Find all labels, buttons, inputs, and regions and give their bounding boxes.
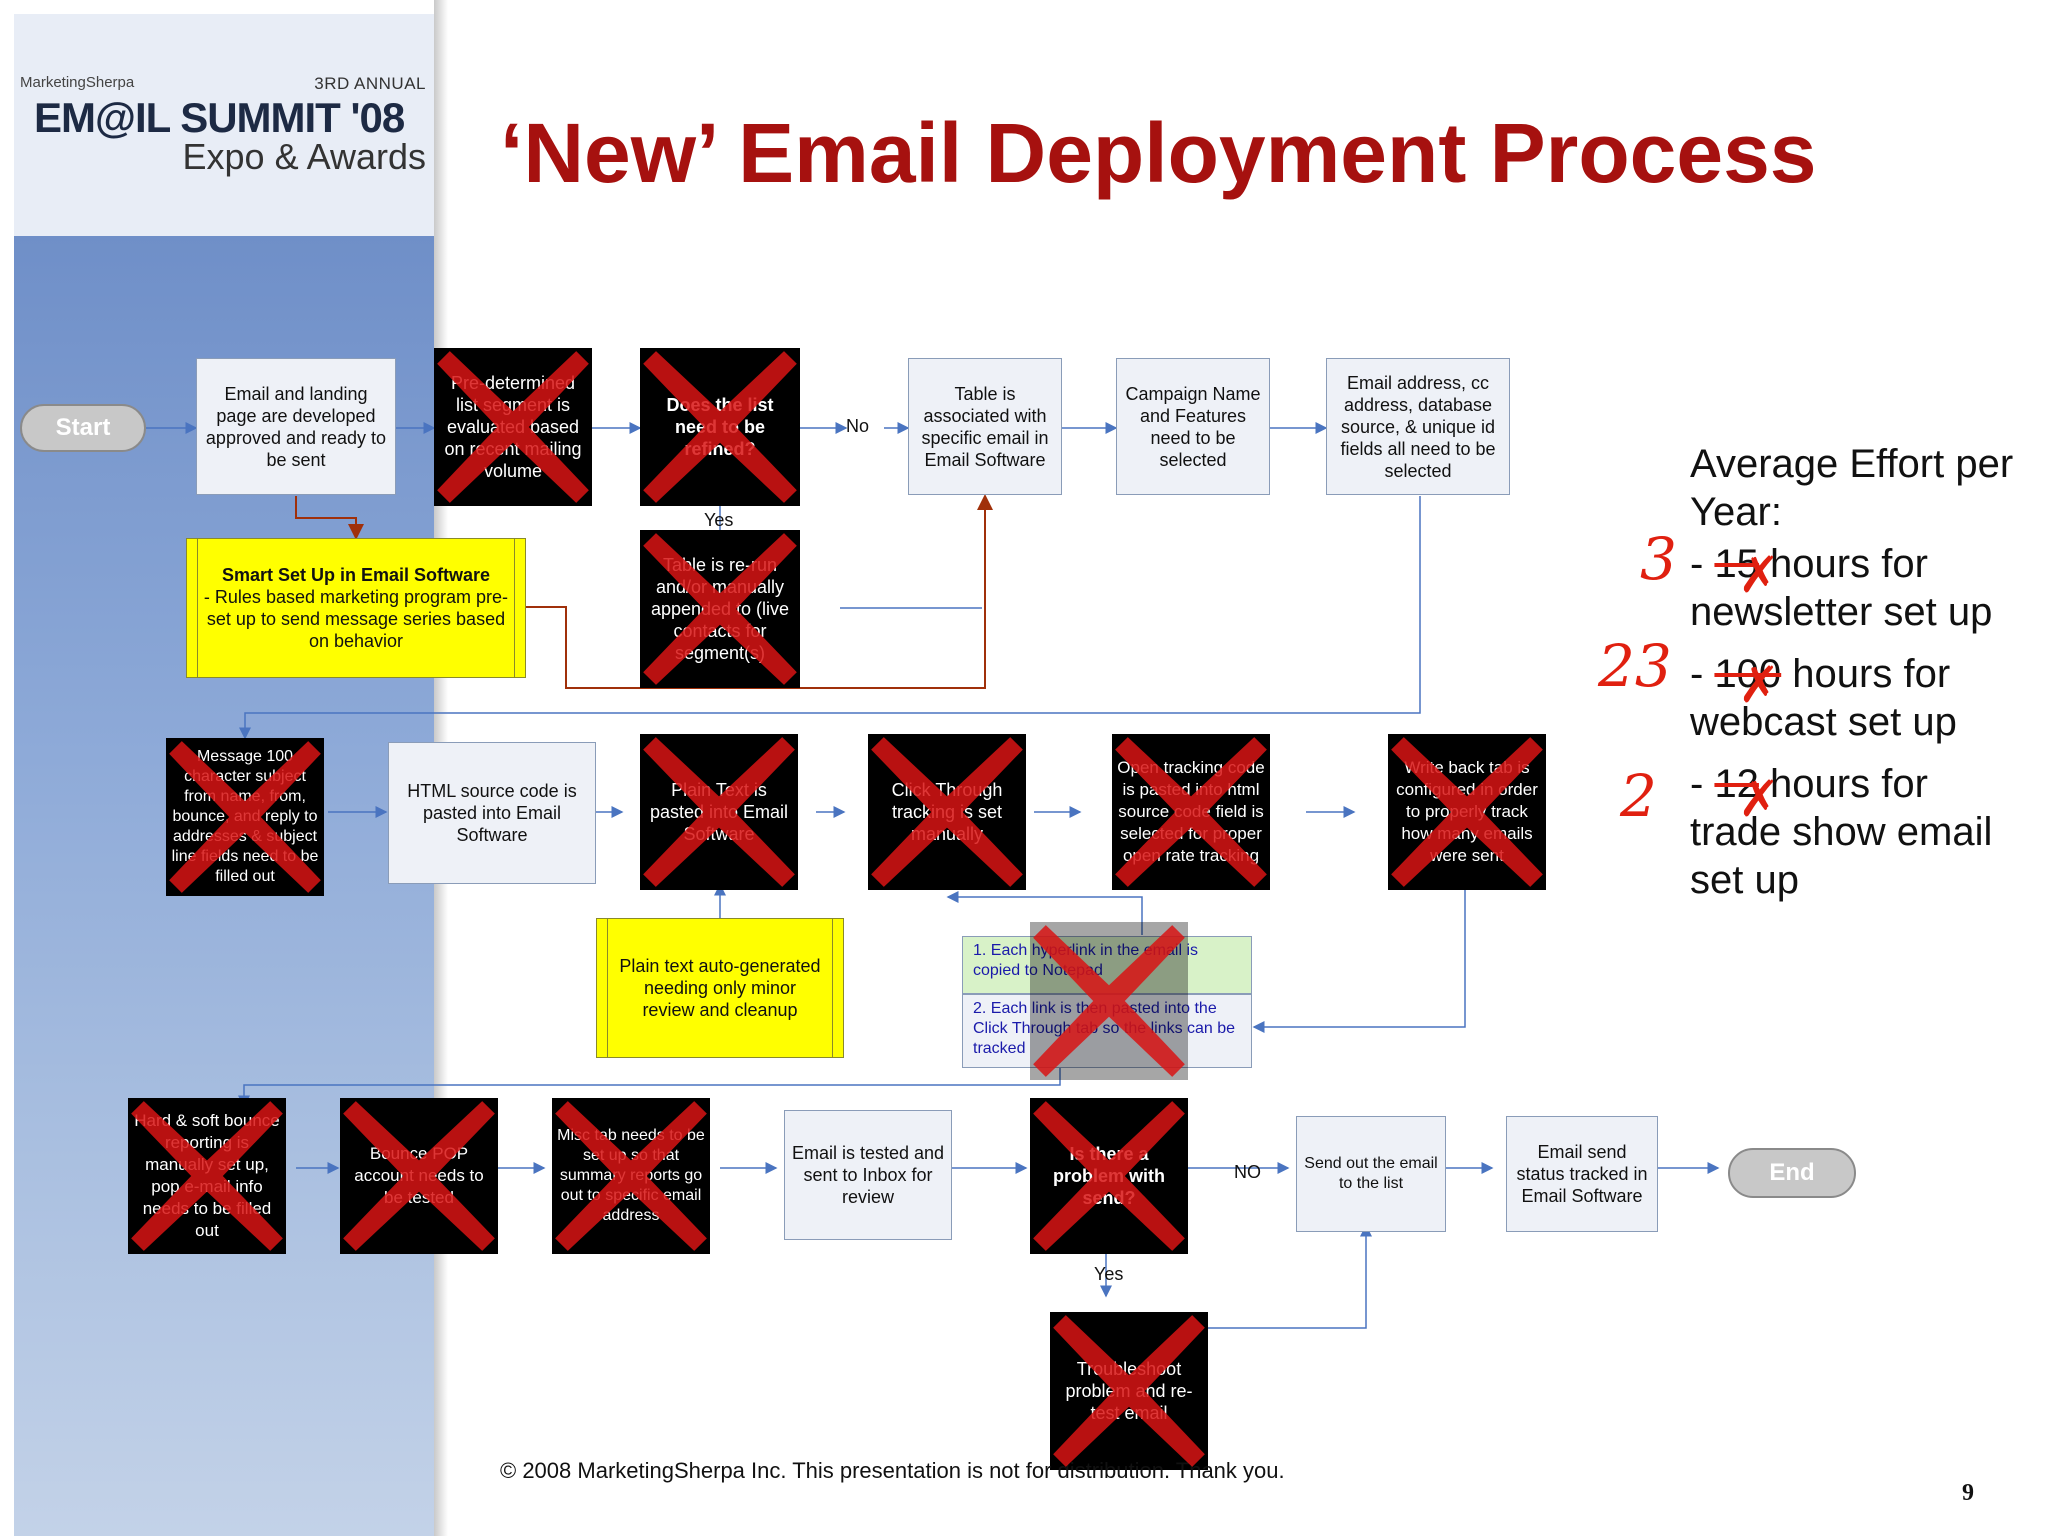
effort-heading: Average Effort per Year: — [1690, 442, 2014, 534]
crossed-open-tracking: Open tracking code is pasted into html s… — [1112, 734, 1270, 890]
effort-item-webcast: - 100 hours for webcast set up — [1690, 652, 1957, 744]
send-out-box: Send out the email to the list — [1296, 1116, 1446, 1232]
crossed-predetermined-segment: Pre-determined list segment is evaluated… — [434, 348, 592, 506]
campaign-name-box: Campaign Name and Features need to be se… — [1116, 358, 1270, 495]
handwritten-new-value: 23 — [1598, 632, 1672, 700]
email-address-fields-box: Email address, cc address, database sour… — [1326, 358, 1510, 495]
cross-out-icon — [643, 351, 797, 503]
no-label: NO — [1234, 1162, 1261, 1182]
yes-label: Yes — [1094, 1264, 1124, 1284]
cross-out-icon — [555, 1101, 707, 1251]
effort-old-value: 12 — [1714, 762, 1759, 806]
crossed-click-through: Click Through tracking is set manually — [868, 734, 1026, 890]
cross-out-icon — [343, 1101, 495, 1251]
email-tested-box: Email is tested and sent to Inbox for re… — [784, 1110, 952, 1240]
cross-out-icon — [437, 351, 589, 503]
cross-out-icon — [1030, 922, 1188, 1080]
crossed-problem-decision: Is there a problem with send? — [1030, 1098, 1188, 1254]
cross-out-icon — [1391, 737, 1543, 887]
yes-label: Yes — [704, 510, 734, 530]
effort-old-value: 15 — [1714, 542, 1759, 586]
slide-title: ‘New’ Email Deployment Process — [500, 106, 1817, 200]
event-logo: MarketingSherpa 3RD ANNUAL EM@IL SUMMIT … — [20, 56, 430, 186]
status-tracked-box: Email send status tracked in Email Softw… — [1506, 1116, 1658, 1232]
logo-brand: MarketingSherpa — [20, 74, 135, 91]
smart-setup-title: Smart Set Up in Email Software — [221, 565, 491, 585]
cross-out-icon — [1053, 1315, 1205, 1467]
email-landing-box: Email and landing page are developed app… — [196, 358, 396, 495]
handwritten-new-value: 3 — [1640, 525, 1677, 593]
crossed-misc-tab: Misc tab needs to be set up so that summ… — [552, 1098, 710, 1254]
crossed-plain-text-paste: Plain Text is pasted into Email Software — [640, 734, 798, 890]
cross-out-icon — [643, 533, 797, 685]
crossed-message-character: Message 100 character subject from name,… — [166, 738, 324, 896]
average-effort-panel: Average Effort per Year: - 15 hours for … — [1690, 440, 2020, 904]
crossed-bounce-pop: Bounce POP account needs to be tested — [340, 1098, 498, 1254]
logo-annual: 3RD ANNUAL — [314, 74, 426, 93]
end-terminator: End — [1728, 1148, 1856, 1198]
crossed-table-rerun: Table is re-run and/or manually appended… — [640, 530, 800, 688]
smart-setup-note: Smart Set Up in Email Software - Rules b… — [186, 538, 526, 678]
html-source-box: HTML source code is pasted into Email So… — [388, 742, 596, 884]
cross-out-icon — [1033, 1101, 1185, 1251]
cross-out-icon — [169, 741, 321, 893]
red-x-icon: ✗ — [1738, 656, 1780, 714]
red-x-icon: ✗ — [1738, 546, 1780, 604]
crossed-list-refined-decision: Does the list need to be refined? — [640, 348, 800, 506]
start-terminator: Start — [20, 404, 146, 452]
page-number: 9 — [1962, 1480, 1974, 1506]
cross-out-icon — [131, 1101, 283, 1251]
cross-out-icon — [643, 737, 795, 887]
red-x-icon: ✗ — [1738, 770, 1780, 828]
no-label: No — [846, 416, 870, 436]
cross-out-icon — [1115, 737, 1267, 887]
crossed-hard-soft-bounce: Hard & soft bounce reporting is manually… — [128, 1098, 286, 1254]
effort-item-tradeshow: - 12 hours for trade show email set up — [1690, 762, 1993, 902]
logo-expo: Expo & Awards — [182, 136, 426, 177]
copyright-footer: © 2008 MarketingSherpa Inc. This present… — [500, 1458, 1285, 1483]
crossed-troubleshoot: Troubleshoot problem and re-test email — [1050, 1312, 1208, 1470]
plain-text-note: Plain text auto-generated needing only m… — [596, 918, 844, 1058]
smart-setup-body: - Rules based marketing program pre-set … — [203, 587, 509, 651]
crossed-hyperlink-steps — [1030, 922, 1188, 1080]
effort-old-value: 100 — [1714, 652, 1782, 696]
handwritten-new-value: 2 — [1620, 762, 1657, 830]
table-associated-box: Table is associated with specific email … — [908, 358, 1062, 495]
cross-out-icon — [871, 737, 1023, 887]
logo-summit: EM@IL SUMMIT '08 — [34, 94, 405, 141]
crossed-write-back: Write back tab is configured in order to… — [1388, 734, 1546, 890]
effort-item-newsletter: - 15 hours for newsletter set up — [1690, 542, 1993, 634]
